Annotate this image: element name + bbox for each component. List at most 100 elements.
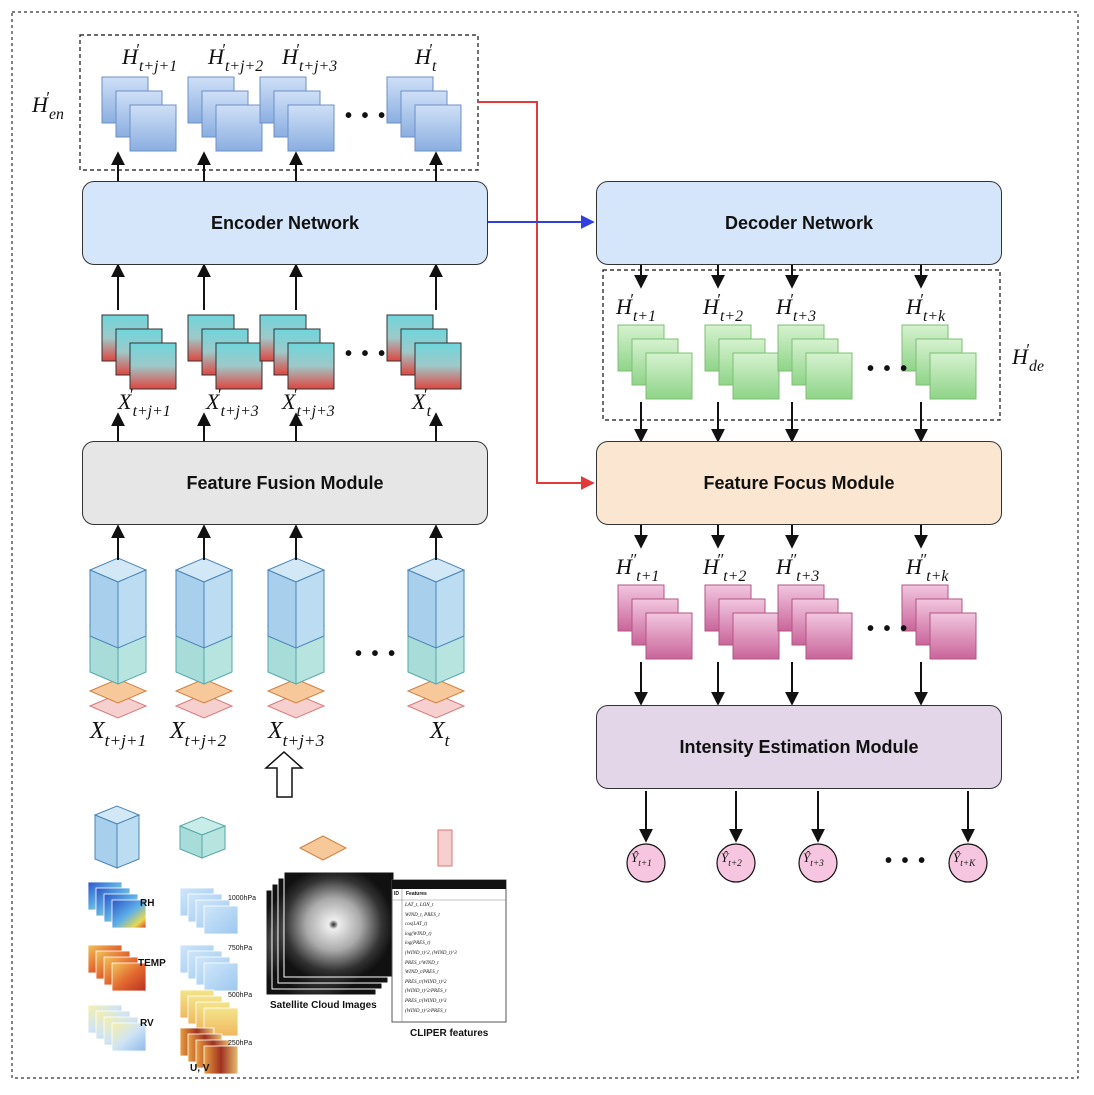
orange-layer <box>174 678 234 704</box>
decoder-output-label-prime: ′ <box>789 290 794 309</box>
satellite-label: Satellite Cloud Images <box>270 1000 377 1011</box>
fused-feature-stack <box>259 314 335 390</box>
focus-output-label: H″t+1 <box>616 550 659 586</box>
blue-cube-left <box>407 569 437 649</box>
encoder-output-label-subscript: t+j+3 <box>299 58 338 76</box>
focus-output-label-prime: ″ <box>716 550 724 569</box>
prediction-node <box>626 843 666 883</box>
prediction-node <box>798 843 838 883</box>
focus-output-label-prime: ″ <box>629 550 637 569</box>
encoder-output-label-prime: ′ <box>135 40 140 59</box>
prediction-label-subscript: t+K <box>960 859 976 870</box>
outer-border <box>11 11 1079 1079</box>
h-de-label: H′de <box>1012 340 1044 376</box>
cliper-label: CLIPER features <box>410 1028 489 1039</box>
prediction-node <box>716 843 756 883</box>
cliper-header: Features <box>406 891 427 897</box>
decoder-output-group <box>602 269 1001 421</box>
ellipsis-inputs: • • • <box>355 643 398 665</box>
decoder-output-label-subscript: t+3 <box>793 308 817 326</box>
fused-feature-stack-layer <box>414 342 462 390</box>
prediction-node <box>948 843 988 883</box>
cliper-id-col: ID <box>394 891 399 897</box>
prediction-label-base: Ŷ <box>721 850 729 865</box>
decoder-output-label-prime: ′ <box>716 290 721 309</box>
blue-cube-right <box>295 569 325 649</box>
encoder-output-label: H′t <box>415 40 436 76</box>
decoder-output-label-base: H <box>616 294 632 320</box>
decoder-output-label-prime: ′ <box>629 290 634 309</box>
fused-feature-label-base: X <box>118 389 132 415</box>
ellipsis-fused: • • • <box>345 343 388 365</box>
blue-cube-left <box>89 569 119 649</box>
input-label-subscript: t+j+1 <box>104 730 147 750</box>
prediction-label-subscript: t+1 <box>638 859 652 870</box>
encoder-output-stack <box>259 76 335 152</box>
pressure-level-label: 1000hPa <box>228 895 257 902</box>
encoder-network: Encoder Network <box>82 181 488 265</box>
feature-fusion-module: Feature Fusion Module <box>82 441 488 525</box>
focus-output-stack <box>617 584 693 660</box>
cliper-row: (WIND_t)^2/PRES_t <box>405 989 447 995</box>
decoder-output-label-base: H <box>703 294 719 320</box>
pressure-level-label: 250hPa <box>228 1040 253 1047</box>
decoder-output-label: H′t+2 <box>703 290 743 326</box>
encoder-output-stack <box>386 76 462 152</box>
encoder-output-label-subscript: t+j+1 <box>139 58 178 76</box>
fused-feature-stack-layer <box>215 342 263 390</box>
prediction-label-base: Ŷ <box>803 850 811 865</box>
fused-feature-label-base: X <box>282 389 296 415</box>
encoder-output-stack-layer <box>414 104 462 152</box>
focus-output-stack <box>777 584 853 660</box>
cliper-row: log(PRES_t) <box>405 941 431 947</box>
cliper-row: (WIND_t)^2, (WIND_t)^3 <box>405 951 457 956</box>
encoder-output-label: H′t+j+3 <box>282 40 337 76</box>
intensity-estimation-module: Intensity Estimation Module <box>596 705 1002 789</box>
fused-feature-stack <box>386 314 462 390</box>
decoder-output-stack-layer <box>805 352 853 400</box>
focus-output-label-subscript: t+2 <box>723 568 747 586</box>
h-de-label-subscript: de <box>1029 358 1044 376</box>
prediction-label: Ŷt+3 <box>803 850 824 869</box>
fused-feature-label-prime: ′ <box>216 385 221 404</box>
decoder-output-label: H′t+k <box>906 290 945 326</box>
decoder-output-stack <box>617 324 693 400</box>
orange-layer <box>406 678 466 704</box>
input-tensor-stack <box>406 557 466 719</box>
focus-output-label: H″t+3 <box>776 550 819 586</box>
encoder-output-stack <box>101 76 177 152</box>
focus-output-stack-layer <box>732 612 780 660</box>
prediction-label: Ŷt+2 <box>721 850 742 869</box>
input-tensor-stack <box>174 557 234 719</box>
cliper-row: log(WIND_t) <box>405 931 432 937</box>
focus-output-label: H″t+2 <box>703 550 746 586</box>
encoder-output-stack <box>187 76 263 152</box>
blue-cube-right <box>435 569 465 649</box>
cliper-row: PRES_t/WIND_t <box>405 960 439 966</box>
focus-output-label-subscript: t+3 <box>796 568 820 586</box>
orange-layer <box>88 678 148 704</box>
uv-1000-thumbnail-layer <box>203 905 239 935</box>
focus-output-label-subscript: t+k <box>926 568 949 586</box>
encoder-output-label-base: H <box>282 44 298 70</box>
fused-feature-label-base: X <box>206 389 220 415</box>
decoder-network: Decoder Network <box>596 181 1002 265</box>
decoder-output-stack-layer <box>732 352 780 400</box>
focus-output-stack-layer <box>929 612 977 660</box>
fused-feature-label-prime: ′ <box>292 385 297 404</box>
decoder-output-label-prime: ′ <box>919 290 924 309</box>
decoder-output-label-base: H <box>906 294 922 320</box>
input-label-subscript: t <box>444 730 450 750</box>
prediction-label-base: Ŷ <box>631 850 639 865</box>
fused-feature-label-subscript: t+j+3 <box>220 403 259 421</box>
prediction-label: Ŷt+1 <box>631 850 652 869</box>
decoder-output-label-base: H <box>776 294 792 320</box>
decoder-output-stack <box>704 324 780 400</box>
fused-feature-label-subscript: t+j+1 <box>132 403 171 421</box>
ellipsis-focus: • • • <box>867 618 910 640</box>
temp-thumbnail-layer <box>111 962 147 992</box>
focus-output-label-base: H <box>616 554 632 580</box>
encoder-output-stack-layer <box>129 104 177 152</box>
h-de-label-prime: ′ <box>1025 340 1030 359</box>
fused-feature-label-prime: ′ <box>128 385 133 404</box>
